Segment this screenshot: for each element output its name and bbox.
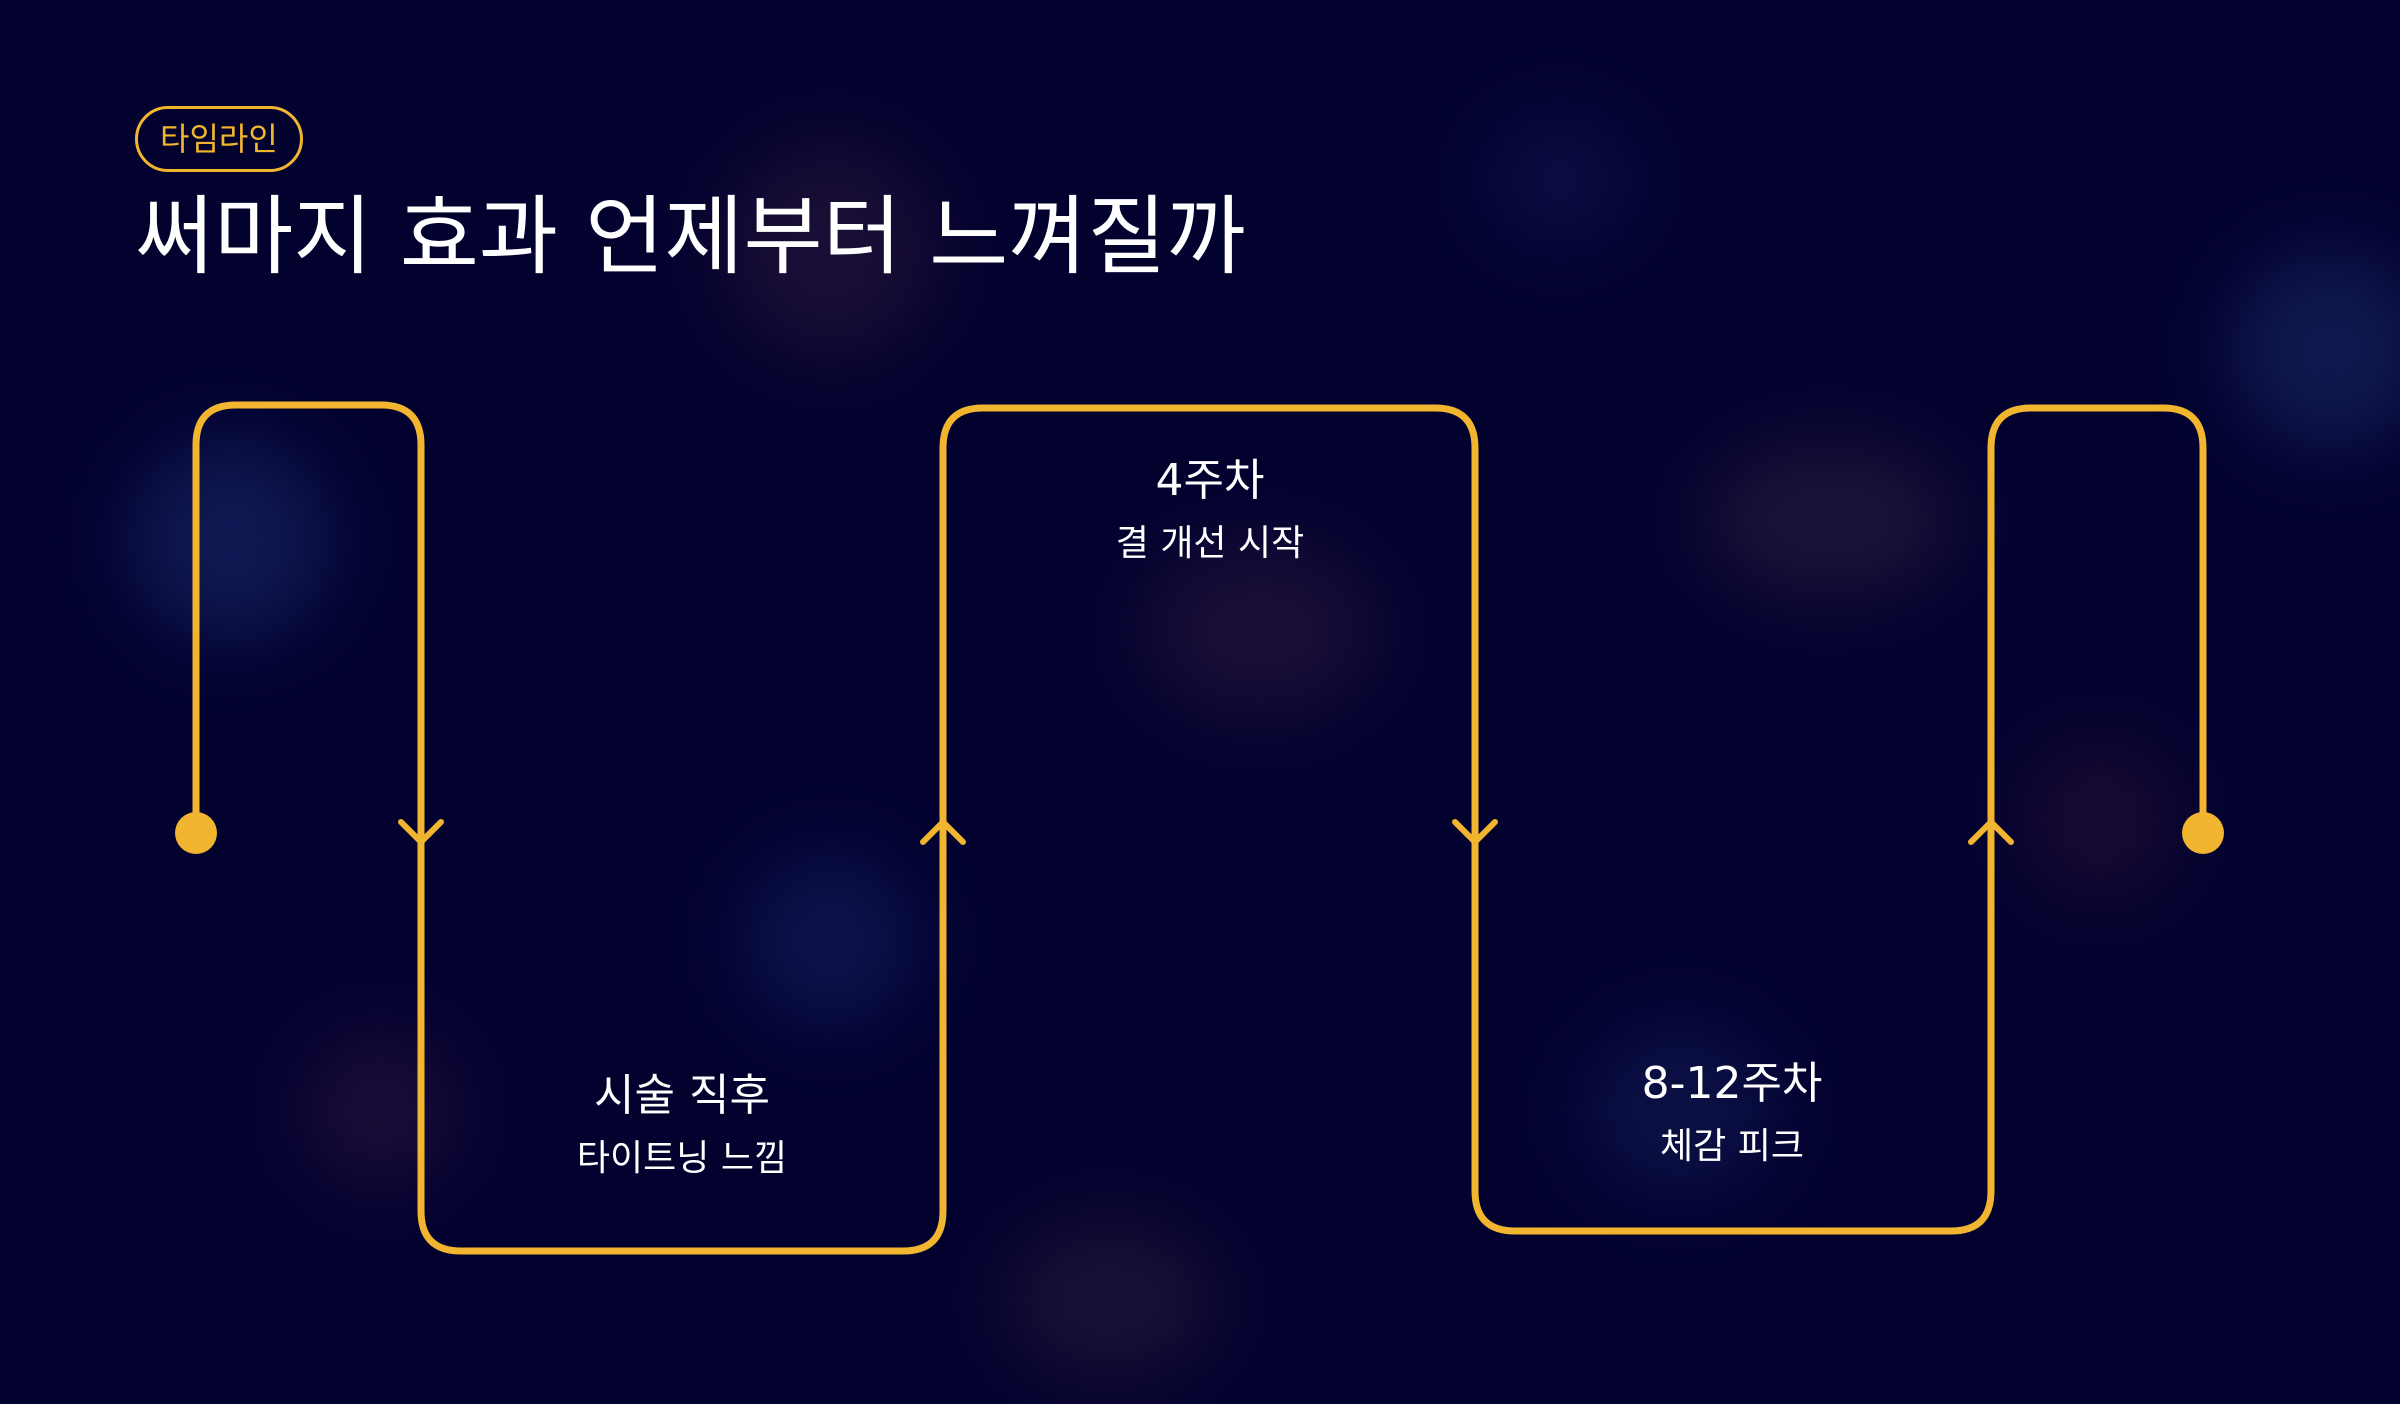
timeline-start-dot — [175, 812, 217, 854]
page-title: 써마지 효과 언제부터 느껴질까 — [135, 187, 1246, 287]
arrow-down-icon — [1452, 819, 1498, 845]
milestone-heading: 8-12주차 — [1641, 1058, 1823, 1109]
arrow-down-icon — [398, 819, 444, 845]
arrow-up-icon — [1968, 819, 2014, 845]
milestone-week-4: 4주차 결 개선 시작 — [1000, 455, 1420, 565]
milestone-detail: 결 개선 시작 — [1115, 522, 1305, 564]
milestone-detail: 타이트닝 느낌 — [576, 1137, 788, 1179]
section-badge: 타임라인 — [135, 106, 303, 172]
timeline-path-line — [192, 401, 2207, 1255]
milestone-immediate: 시술 직후 타이트닝 느낌 — [472, 1070, 892, 1180]
arrow-up-icon — [920, 819, 966, 845]
milestone-week-8-12: 8-12주차 체감 피크 — [1522, 1058, 1942, 1168]
milestone-heading: 시술 직후 — [594, 1070, 770, 1121]
milestone-detail: 체감 피크 — [1660, 1125, 1804, 1167]
timeline-end-dot — [2182, 812, 2224, 854]
milestone-heading: 4주차 — [1155, 455, 1265, 506]
